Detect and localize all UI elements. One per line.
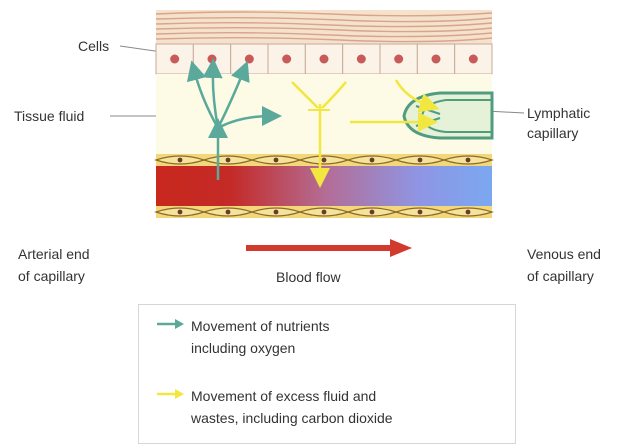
lymphatic-capillary-label: Lymphatic capillary [527,103,590,143]
blood-flow-label: Blood flow [276,268,341,286]
tissue-fluid-label: Tissue fluid [14,107,84,125]
tissue-cell [305,44,342,74]
lymphatic-label-line2: capillary [527,123,590,143]
yellow-arrow-icon [153,385,187,403]
legend-nutrients-line1: Movement of nutrients [191,315,330,337]
connective-tissue-band [156,10,492,44]
arterial-label-line2: of capillary [18,265,90,287]
venous-label-line1: Venous end [527,243,601,265]
legend-text-nutrients: Movement of nutrients including oxygen [191,315,330,359]
capillary-wall-upper [156,154,492,166]
legend-box: Movement of nutrients including oxygen M… [138,304,516,444]
tissue-cell [417,44,454,74]
legend-wastes-line2: wastes, including carbon dioxide [191,407,393,429]
teal-arrow-icon [153,315,187,333]
legend-item-nutrients: Movement of nutrients including oxygen [153,315,330,359]
tissue-cell [156,44,193,74]
legend-nutrients-line2: including oxygen [191,337,330,359]
tissue-cell [343,44,380,74]
arterial-label-line1: Arterial end [18,243,90,265]
cells-label: Cells [78,37,109,55]
venous-end-label: Venous end of capillary [527,243,601,287]
tissue-cell [455,44,492,74]
tissue-cell [268,44,305,74]
blood-flow-arrow [246,239,412,257]
capillary-blood [156,166,492,206]
venous-label-line2: of capillary [527,265,601,287]
legend-item-wastes: Movement of excess fluid and wastes, inc… [153,385,393,429]
tissue-cells-row [156,44,492,74]
tissue-cell [231,44,268,74]
legend-text-wastes: Movement of excess fluid and wastes, inc… [191,385,393,429]
arterial-end-label: Arterial end of capillary [18,243,90,287]
tissue-cell [380,44,417,74]
capillary-wall-lower [156,206,492,218]
legend-wastes-line1: Movement of excess fluid and [191,385,393,407]
lymphatic-label-line1: Lymphatic [527,103,590,123]
